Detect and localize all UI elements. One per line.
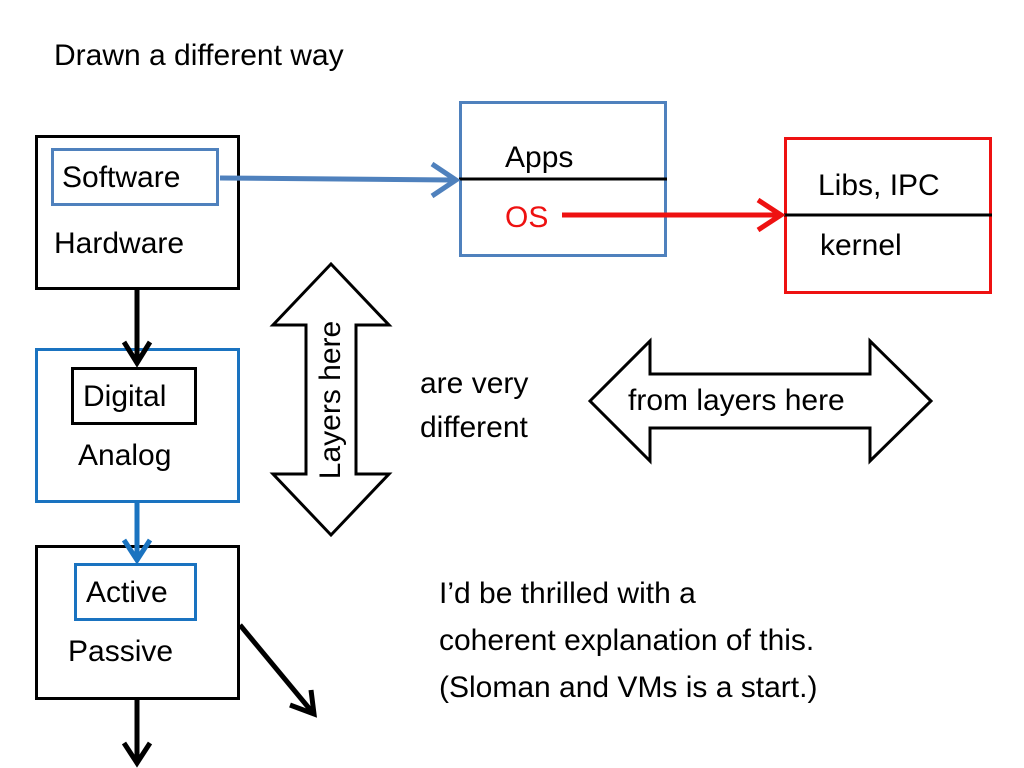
- horizontal-double-arrow: [587, 337, 934, 465]
- note-line-3: (Sloman and VMs is a start.): [439, 671, 818, 704]
- os-label: OS: [505, 201, 549, 234]
- kernel-label: kernel: [820, 229, 902, 262]
- layers-here-label: Layers here: [314, 320, 347, 480]
- hardware-to-analog-arrowhead: [121, 340, 153, 368]
- analog-label: Analog: [78, 439, 172, 472]
- analog-to-passive-arrowhead: [121, 538, 153, 565]
- note-line-1: I’d be thrilled with a: [439, 577, 696, 610]
- note-line-2: coherent explanation of this.: [439, 624, 815, 657]
- from-layers-here-label: from layers here: [628, 384, 845, 417]
- vertical-double-arrow: [269, 261, 393, 538]
- digital-box: [71, 367, 197, 425]
- apps-label: Apps: [505, 141, 574, 174]
- passive-diagonal-arrow: [238, 623, 315, 715]
- hardware-label: Hardware: [54, 227, 185, 260]
- digital-label: Digital: [83, 380, 167, 413]
- passive-label: Passive: [68, 635, 174, 668]
- different-label: different: [420, 411, 528, 444]
- active-box: [74, 563, 197, 621]
- passive-down-arrowhead: [121, 741, 153, 768]
- are-very-label: are very: [420, 367, 529, 400]
- software-to-apps-arrowhead: [430, 161, 461, 199]
- software-box: [51, 148, 219, 206]
- libs-ipc-label: Libs, IPC: [818, 169, 940, 202]
- active-label: Active: [86, 576, 168, 609]
- os-to-libs-arrowhead: [756, 197, 786, 233]
- hardware-box: [35, 135, 240, 290]
- software-label: Software: [62, 161, 181, 194]
- passive-diagonal-arrowhead: [289, 689, 317, 718]
- slide-title: Drawn a different way: [54, 39, 344, 72]
- software-to-apps-arrow: [219, 175, 453, 183]
